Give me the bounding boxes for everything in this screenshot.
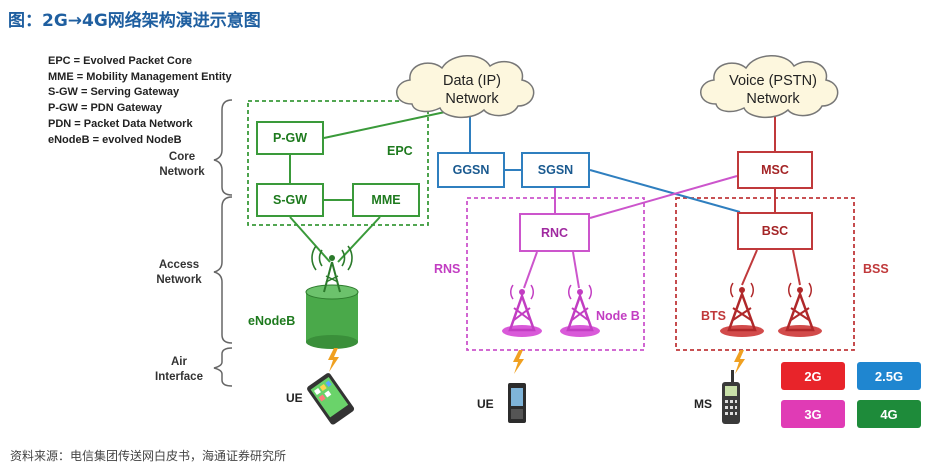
ue-3g-label: UE [477,397,494,411]
data-ip-cloud [396,55,535,119]
ggsn-node: GGSN [437,152,505,188]
link-rnc-msc [589,175,738,219]
smartphone-icon [307,373,355,425]
link-mme-enodeb [337,216,381,263]
legend-line: MME = Mobility Management Entity [48,70,232,83]
badge-2-5g: 2.5G [857,362,921,390]
feature-phone-icon [722,370,740,424]
legend-line: PDN = Packet Data Network [48,117,193,130]
epc-group-border [247,100,429,226]
source-note: 资料来源：电信集团传送网白皮书，海通证券研究所 [10,449,287,463]
bts-tower-icon [778,282,822,337]
link-rnc-nodeb1 [523,251,538,289]
rns-group-border [466,197,645,351]
bsc-node: BSC [737,212,813,250]
pgw-node: P-GW [256,121,324,155]
link-sgsn-bsc [589,169,741,213]
epc-label: EPC [387,144,413,158]
lightning-icon [328,348,339,372]
link-sgw-enodeb [289,216,331,263]
link-rnc-nodeb2 [572,251,580,289]
link-bsc-bts1 [741,249,758,286]
bts-tower-icon [720,282,764,337]
nodeb-tower-icon [560,284,600,337]
legend-line: S-GW = Serving Gateway [48,86,180,99]
lightning-icon [513,350,524,374]
legend-line: eNodeB = evolved NodeB [48,133,182,146]
bts-label: BTS [701,309,726,323]
badge-3g: 3G [781,400,845,428]
air-interface-label: Air Interface [155,356,203,383]
legend-line: P-GW = PDN Gateway [48,102,163,115]
abbreviation-legend: EPC = Evolved Packet Core MME = Mobility… [48,54,232,148]
voice-pstn-network-label: Voice (PSTN) Network [729,73,817,107]
lightning-icon [734,350,745,374]
sgsn-node: SGSN [521,152,590,188]
nodeb-label: Node B [596,309,640,323]
brace-access [213,196,233,344]
nodeb-tower-icon [502,284,542,337]
link-pgw-data [323,111,446,139]
ue-4g-label: UE [286,391,303,405]
mobile-phone-icon [508,383,526,423]
voice-pstn-cloud [700,55,839,119]
access-network-label: Access Network [156,259,202,286]
diagram-title: 图：2G→4G网络架构演进示意图 [8,11,261,31]
badge-2g: 2G [781,362,845,390]
legend-line: EPC = Evolved Packet Core [48,55,192,67]
rnc-node: RNC [519,213,590,252]
brace-core [213,99,233,196]
enodeb-label: eNodeB [248,314,296,328]
msc-node: MSC [737,151,813,189]
link-bsc-bts2 [792,249,801,286]
bss-label: BSS [863,262,889,276]
sgw-node: S-GW [256,183,324,217]
enodeb-icon [305,245,359,349]
brace-air [213,347,233,387]
ms-2g-label: MS [694,397,712,411]
mme-node: MME [352,183,420,217]
bss-group-border [675,197,855,351]
core-network-label: Core Network [159,151,205,178]
data-ip-network-label: Data (IP) Network [442,73,501,107]
badge-4g: 4G [857,400,921,428]
rns-label: RNS [434,262,461,276]
